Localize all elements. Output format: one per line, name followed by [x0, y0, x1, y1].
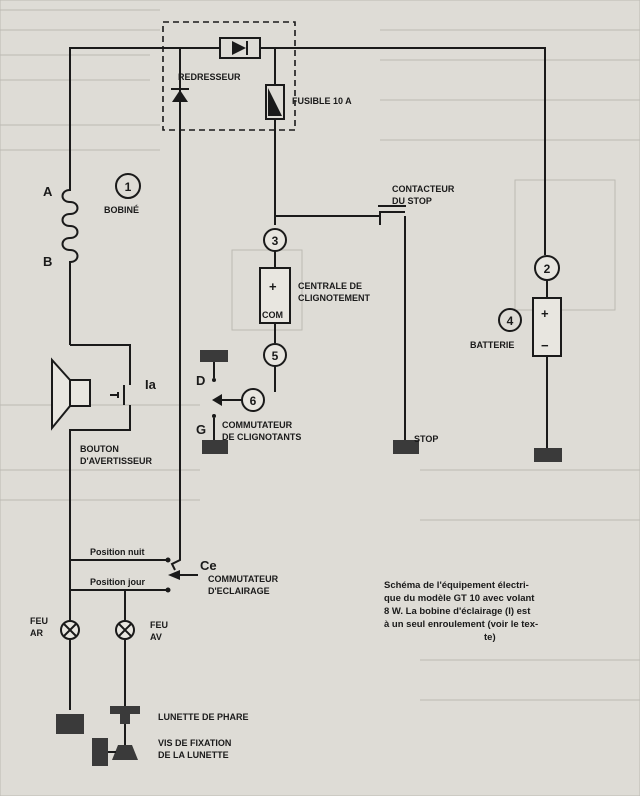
- switch-arrow-icon: [168, 570, 180, 580]
- battery-minus: −: [541, 338, 549, 353]
- number-4: 4: [507, 314, 514, 328]
- flasher-com: COM: [262, 310, 283, 320]
- stop-label: STOP: [414, 434, 438, 444]
- caption-line-1: Schéma de l'équipement électri-: [384, 580, 529, 591]
- coil-icon: [61, 160, 79, 345]
- stop-ground: [393, 440, 419, 454]
- rear-lamp-ground: [56, 714, 84, 734]
- horn-button-label-line1: BOUTON: [80, 444, 119, 454]
- ground-d: [200, 350, 228, 362]
- number-6: 6: [250, 394, 257, 408]
- top-diode-icon: [219, 37, 261, 59]
- lens-screw-label-line1: VIS DE FIXATION: [158, 738, 231, 748]
- lighting-switch-ce-label: Ce: [200, 558, 217, 573]
- day-position-label: Position jour: [90, 577, 145, 587]
- lighting-switch-label-line2: D'ECLAIRAGE: [208, 586, 270, 596]
- coil-terminal-a: A: [43, 184, 53, 199]
- fuse-icon: [265, 84, 285, 120]
- rectifier-to-switch-wire: [170, 140, 181, 571]
- caption-line-2: que du modèle GT 10 avec volant: [384, 593, 535, 604]
- horn-button-label-line2: D'AVERTISSEUR: [80, 456, 152, 466]
- number-2: 2: [544, 262, 551, 276]
- front-lamp-label-line2: AV: [150, 632, 162, 642]
- night-position-label: Position nuit: [90, 547, 145, 557]
- rectifier-label: REDRESSEUR: [178, 72, 241, 82]
- battery-icon: [532, 297, 562, 357]
- ground-g: [202, 440, 228, 454]
- stop-switch-label-line2: DU STOP: [392, 196, 432, 206]
- fuse-label: FUSIBLE 10 A: [292, 96, 352, 106]
- coil-label: BOBINÉ: [104, 205, 139, 215]
- lighting-switch-label-line1: COMMUTATEUR: [208, 574, 279, 584]
- number-3: 3: [272, 234, 279, 248]
- headlamp-lens-label: LUNETTE DE PHARE: [158, 712, 249, 722]
- coil-terminal-b: B: [43, 254, 52, 269]
- number-5: 5: [272, 349, 279, 363]
- battery-label: BATTERIE: [470, 340, 514, 350]
- lens-screw-ground: [92, 738, 108, 766]
- stop-feed-wire: [275, 211, 406, 440]
- rear-lamp-label-line1: FEU: [30, 616, 48, 626]
- flasher-label-line1: CENTRALE DE: [298, 281, 362, 291]
- number-1: 1: [125, 180, 132, 194]
- rear-lamp-icon: [60, 620, 80, 640]
- flasher-label-line2: CLIGNOTEMENT: [298, 293, 370, 303]
- top-wire: [69, 47, 546, 255]
- indicator-switch-label-line2: DE CLIGNOTANTS: [222, 432, 301, 442]
- horn-button-ia-label: Ia: [145, 377, 157, 392]
- rectifier-wires: [179, 48, 276, 140]
- lower-diode-icon: [171, 88, 189, 102]
- battery-plus: +: [541, 306, 549, 321]
- front-lamp-icon: [115, 620, 135, 640]
- direction-d-label: D: [196, 373, 205, 388]
- number-1-badge: [115, 173, 141, 199]
- rectifier-box: [162, 21, 296, 131]
- horn-icon: [51, 357, 91, 431]
- front-lamp-label-line1: FEU: [150, 620, 168, 630]
- caption-line-5: te): [484, 632, 496, 643]
- indicator-switch-label-line1: COMMUTATEUR: [222, 420, 293, 430]
- lens-screw-label-line2: DE LA LUNETTE: [158, 750, 229, 760]
- flasher-plus: +: [269, 279, 277, 294]
- battery-ground: [534, 448, 562, 462]
- rear-lamp-label-line2: AR: [30, 628, 43, 638]
- flasher-unit: [259, 267, 291, 324]
- stop-switch-label-line1: CONTACTEUR: [392, 184, 455, 194]
- caption-line-4: à un seul enroulement (voir le tex-: [384, 619, 538, 630]
- direction-g-label: G: [196, 422, 206, 437]
- headlamp-lens-icon: [110, 706, 140, 760]
- number-4-badge: [498, 308, 522, 332]
- caption-line-3: 8 W. La bobine d'éclairage (I) est: [384, 606, 531, 617]
- horn-button-icon: [110, 385, 125, 405]
- horn-wire: [69, 344, 131, 710]
